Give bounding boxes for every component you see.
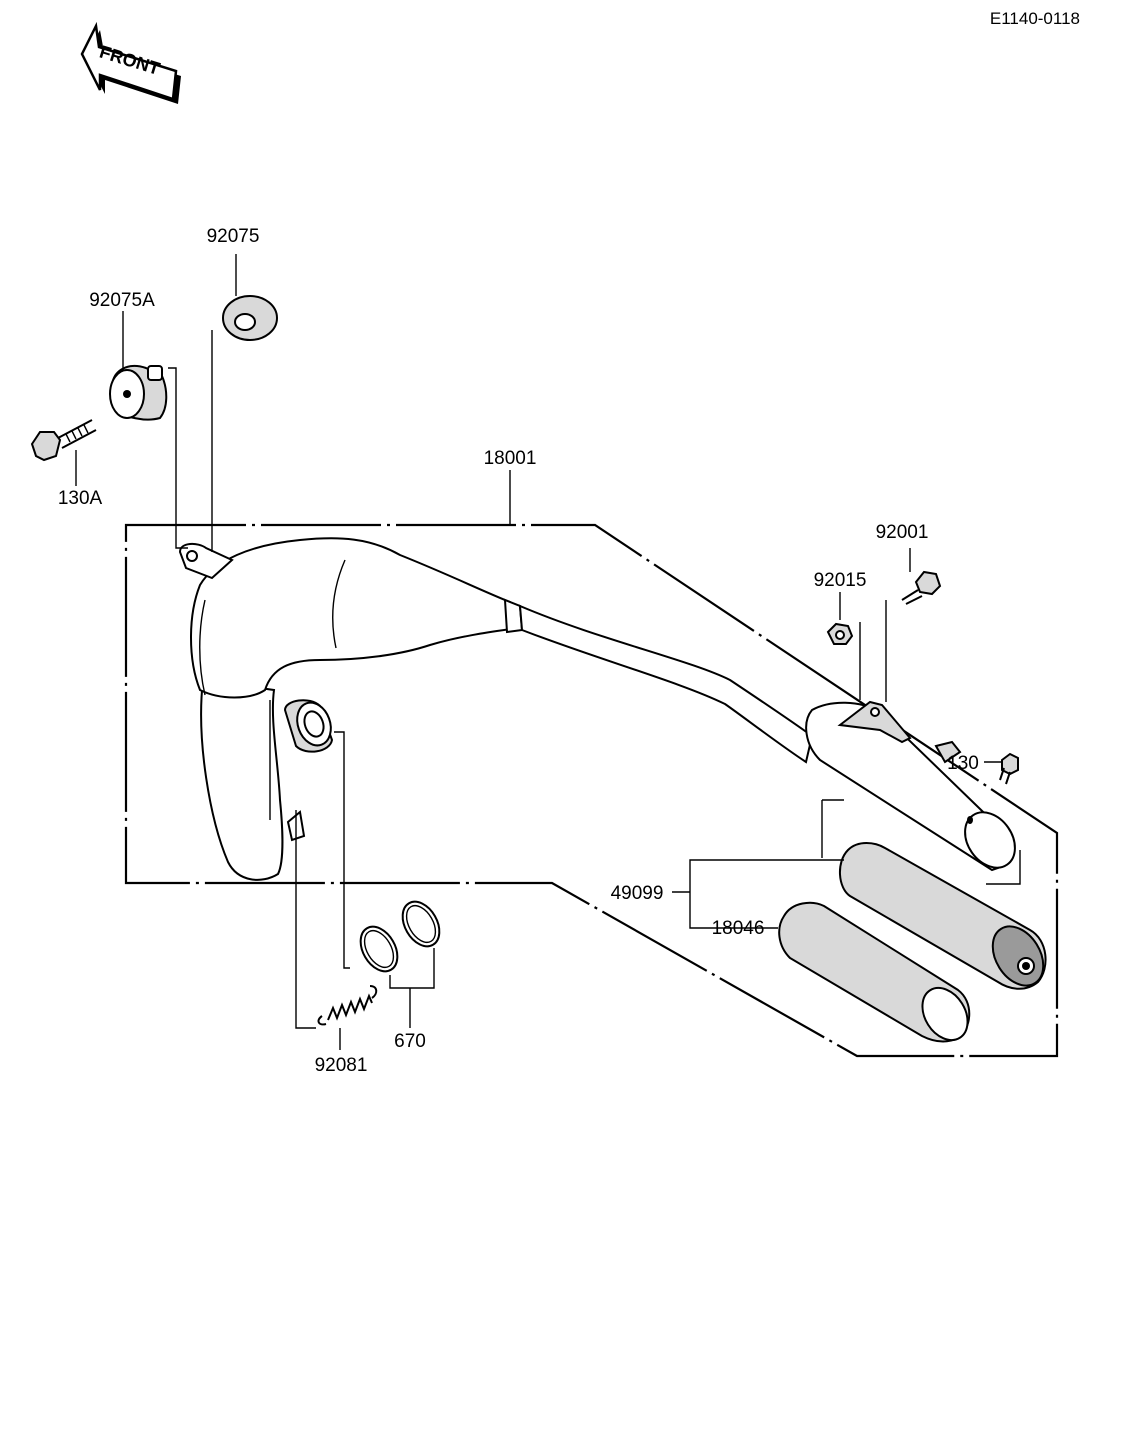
label-92001: 92001 [876, 522, 929, 543]
label-670: 670 [394, 1031, 426, 1052]
label-18001: 18001 [484, 448, 537, 469]
label-92081: 92081 [315, 1055, 368, 1076]
label-49099: 49099 [611, 883, 664, 904]
label-92075: 92075 [207, 226, 260, 247]
bolt-130A [30, 419, 97, 486]
diagram-code: E1140-0118 [990, 9, 1080, 28]
guide-lines-insert [821, 799, 1021, 885]
exhaust-pipe [178, 537, 1016, 881]
spring-92081 [295, 810, 378, 1050]
guide-lines-socket [269, 700, 350, 969]
silencer-element-18046 [778, 901, 971, 1043]
gaskets-670 [359, 900, 441, 1028]
front-arrow-icon: FRONT [80, 21, 181, 104]
leader-49099-18046 [672, 859, 844, 929]
assembly-outline [124, 523, 1059, 1058]
header-socket [283, 699, 334, 753]
bolt-130 [984, 752, 1019, 785]
damper-92075A [109, 311, 168, 421]
label-92075A: 92075A [89, 290, 155, 311]
guide-lines-bracket [859, 600, 887, 702]
label-18046: 18046 [712, 918, 765, 939]
washer-92075 [222, 254, 278, 341]
label-130: 130 [947, 753, 979, 774]
label-92015: 92015 [814, 570, 867, 591]
guide-lines-mount [168, 330, 213, 552]
bolt-92001 [901, 548, 942, 605]
label-130A: 130A [58, 488, 103, 509]
nut-92015 [826, 592, 854, 645]
silencer-pipe-49099 [839, 842, 1047, 990]
